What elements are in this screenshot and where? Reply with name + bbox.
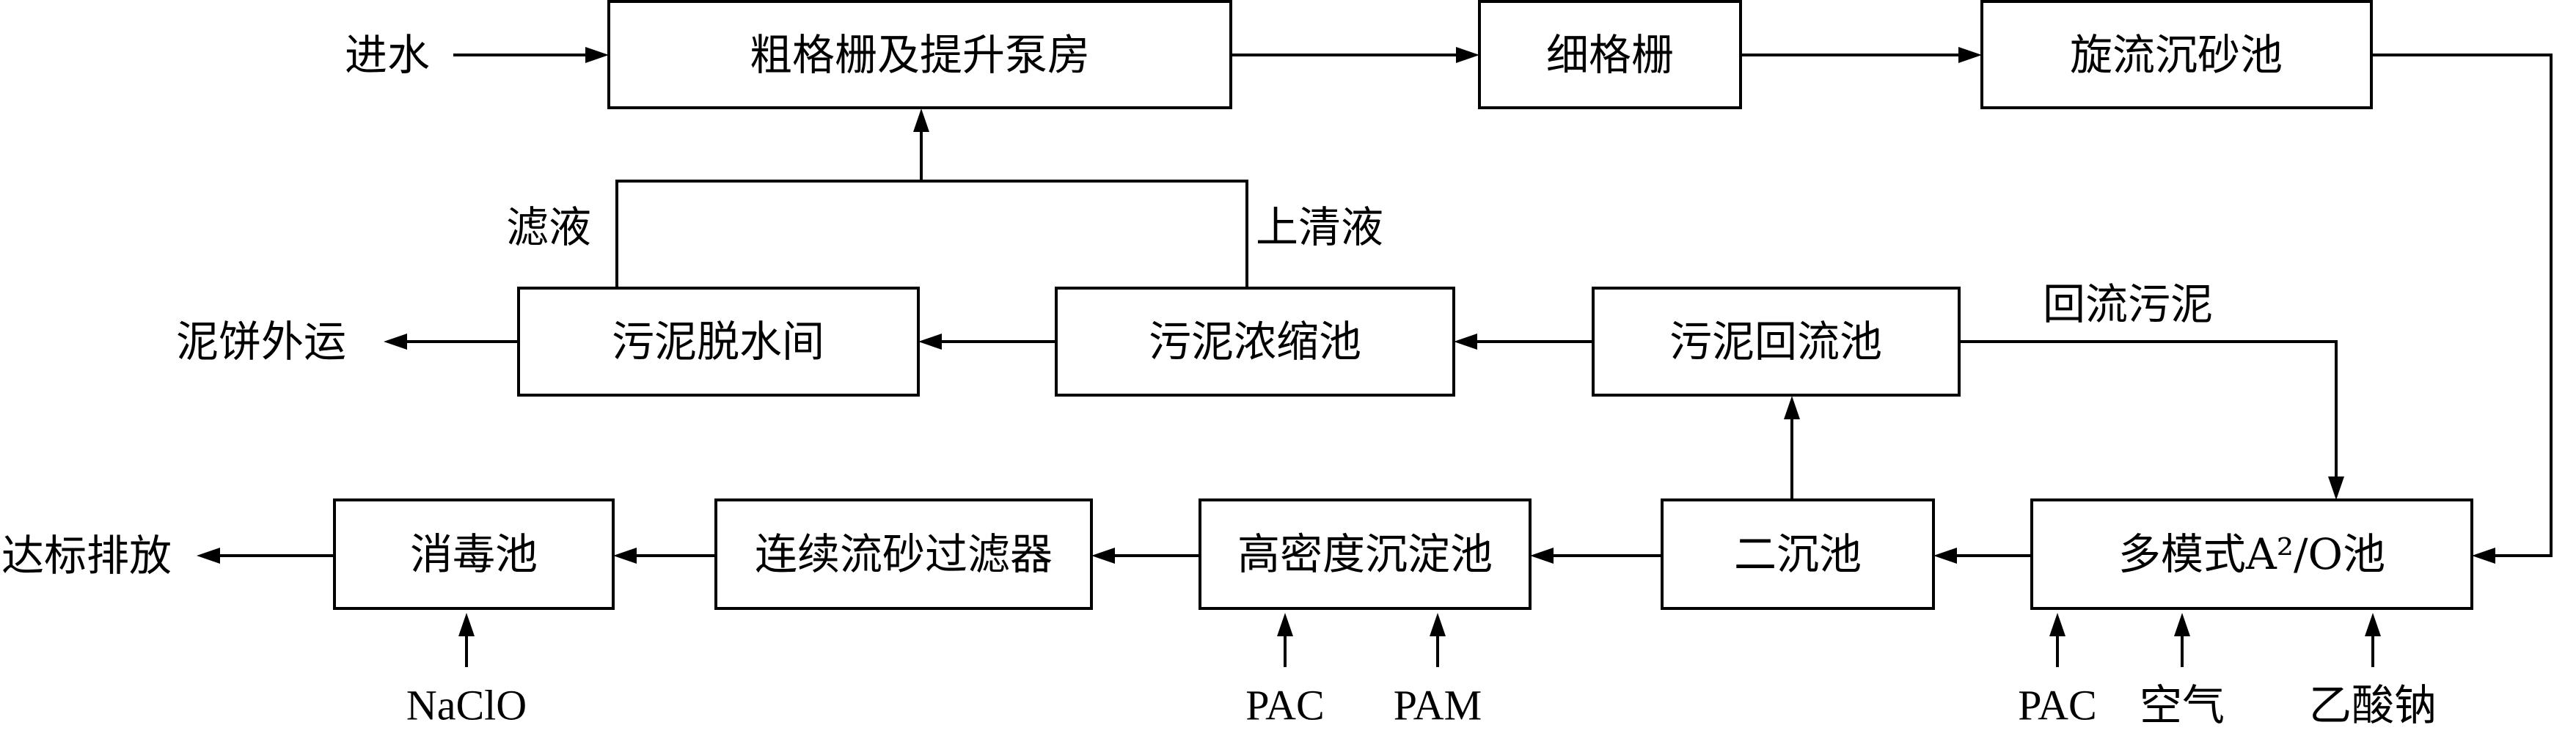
box-sludge-dewatering: [517, 287, 920, 397]
arrowhead: [2472, 548, 2495, 564]
arrowhead: [197, 548, 220, 564]
arrowhead: [2174, 613, 2190, 636]
label-pam: PAM: [1394, 682, 1482, 729]
arrowhead: [1277, 613, 1293, 636]
arrowhead: [384, 334, 407, 350]
arrowhead: [613, 548, 637, 564]
arrowhead: [2049, 613, 2065, 636]
label-naclo: NaClO: [406, 682, 527, 729]
box-sludge-dewatering-label: 污泥脱水间: [612, 317, 824, 367]
label-filtrate: 滤液: [506, 202, 591, 252]
arrowhead: [918, 334, 942, 350]
label-pac-2: PAC: [2018, 682, 2097, 729]
box-grit-chamber-label: 旋流沉砂池: [2070, 30, 2283, 80]
box-coarse-screen: [607, 0, 1232, 109]
arrowhead: [1091, 548, 1115, 564]
label-sodium-acetate: 乙酸钠: [2309, 680, 2437, 730]
box-sand-filter-label: 连续流砂过滤器: [755, 529, 1053, 579]
box-high-density-clarifier: [1199, 498, 1532, 610]
box-high-density-clarifier-label: 高密度沉淀池: [1237, 529, 1493, 579]
box-a2o-tank-label: 多模式A²/O池: [2118, 529, 2385, 579]
arrowhead: [458, 613, 475, 636]
box-sand-filter: [714, 498, 1093, 610]
arrowhead: [1456, 47, 1479, 63]
arrowhead: [2365, 613, 2381, 636]
box-fine-screen-label: 细格栅: [1546, 30, 1674, 80]
process-boxes: 粗格栅及提升泵房 细格栅 旋流沉砂池 污泥脱水间 污泥浓缩池 污泥回流池 消毒池…: [333, 0, 2473, 610]
box-secondary-clarifier: [1661, 498, 1935, 610]
connectors: [197, 47, 2553, 667]
label-return-sludge: 回流污泥: [2043, 279, 2213, 329]
box-disinfection-tank-label: 消毒池: [410, 529, 538, 579]
connector-grit-to-a2o: [2371, 54, 2553, 557]
label-air: 空气: [2140, 680, 2225, 730]
box-secondary-clarifier-label: 二沉池: [1734, 529, 1862, 579]
arrowhead: [1430, 613, 1446, 636]
box-sludge-thickener-label: 污泥浓缩池: [1149, 317, 1361, 367]
box-coarse-screen-label: 粗格栅及提升泵房: [750, 30, 1090, 80]
box-sludge-return-tank: [1592, 287, 1961, 397]
arrowhead: [2328, 476, 2344, 500]
arrowhead: [1454, 334, 1477, 350]
label-cake-out: 泥饼外运: [176, 317, 346, 367]
arrowhead: [913, 108, 929, 132]
box-sludge-return-tank-label: 污泥回流池: [1669, 317, 1882, 367]
arrowhead: [585, 47, 609, 63]
connector-return-sludge: [1959, 340, 2338, 476]
arrowhead: [1933, 548, 1957, 564]
flow-labels: 进水 滤液 上清液 泥饼外运 回流污泥 达标排放 NaClO PAC PAM P…: [1, 30, 2437, 730]
label-discharge: 达标排放: [1, 531, 172, 581]
arrowhead: [1530, 548, 1554, 564]
box-grit-chamber: [1980, 0, 2373, 109]
label-supernatant: 上清液: [1256, 202, 1383, 252]
label-influent: 进水: [345, 30, 430, 80]
box-disinfection-tank: [333, 498, 615, 610]
box-fine-screen: [1478, 0, 1742, 109]
label-pac-1: PAC: [1245, 682, 1325, 729]
arrowhead: [1784, 396, 1800, 419]
connector-filtrate: [615, 180, 1248, 288]
box-sludge-thickener: [1055, 287, 1455, 397]
arrowhead: [1958, 47, 1982, 63]
box-a2o-tank: [2030, 498, 2473, 610]
